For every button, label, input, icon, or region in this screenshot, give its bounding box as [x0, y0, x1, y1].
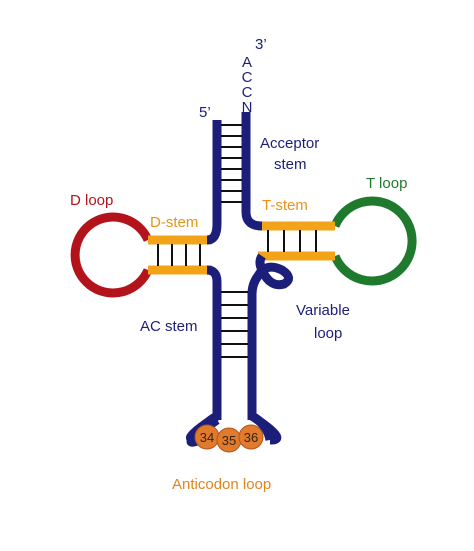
d-stem-base-pairs [157, 244, 201, 266]
d-loop-shape [70, 212, 153, 298]
acceptor-stem-label-line1: Acceptor [260, 135, 320, 152]
acceptor-tail-n: N [241, 99, 253, 116]
t-stem-base-pairs [267, 230, 317, 252]
ac-stem-base-pairs [221, 291, 248, 358]
five-prime-label: 5’ [199, 104, 211, 121]
acceptor-tail-c1: C [241, 69, 253, 86]
nucleotide-36 [238, 424, 264, 450]
t-loop-label: T loop [366, 175, 408, 192]
acceptor-stem-label-line2: stem [274, 156, 307, 173]
variable-loop-label-line2: loop [314, 325, 343, 342]
three-prime-label: 3’ [255, 36, 267, 53]
d-loop-label: D loop [70, 192, 114, 209]
anticodon-loop-label: Anticodon loop [172, 476, 272, 493]
nucleotide-35-label: 35 [222, 433, 236, 448]
nucleotide-34-label: 34 [200, 430, 214, 445]
acceptor-tail-c2: C [241, 84, 253, 101]
acceptor-tail-a1: A [241, 54, 252, 71]
ac-stem-label: AC stem [140, 318, 198, 335]
d-stem-label: D-stem [150, 214, 199, 231]
nucleotide-36-label: 36 [244, 430, 258, 445]
anticodon-nucleotides: 34 35 36 [194, 424, 264, 453]
t-stem-label: T-stem [262, 197, 308, 214]
t-loop-shape [330, 196, 417, 286]
acceptor-stem-base-pairs [221, 124, 242, 203]
variable-loop-label-line1: Variable [296, 302, 350, 319]
